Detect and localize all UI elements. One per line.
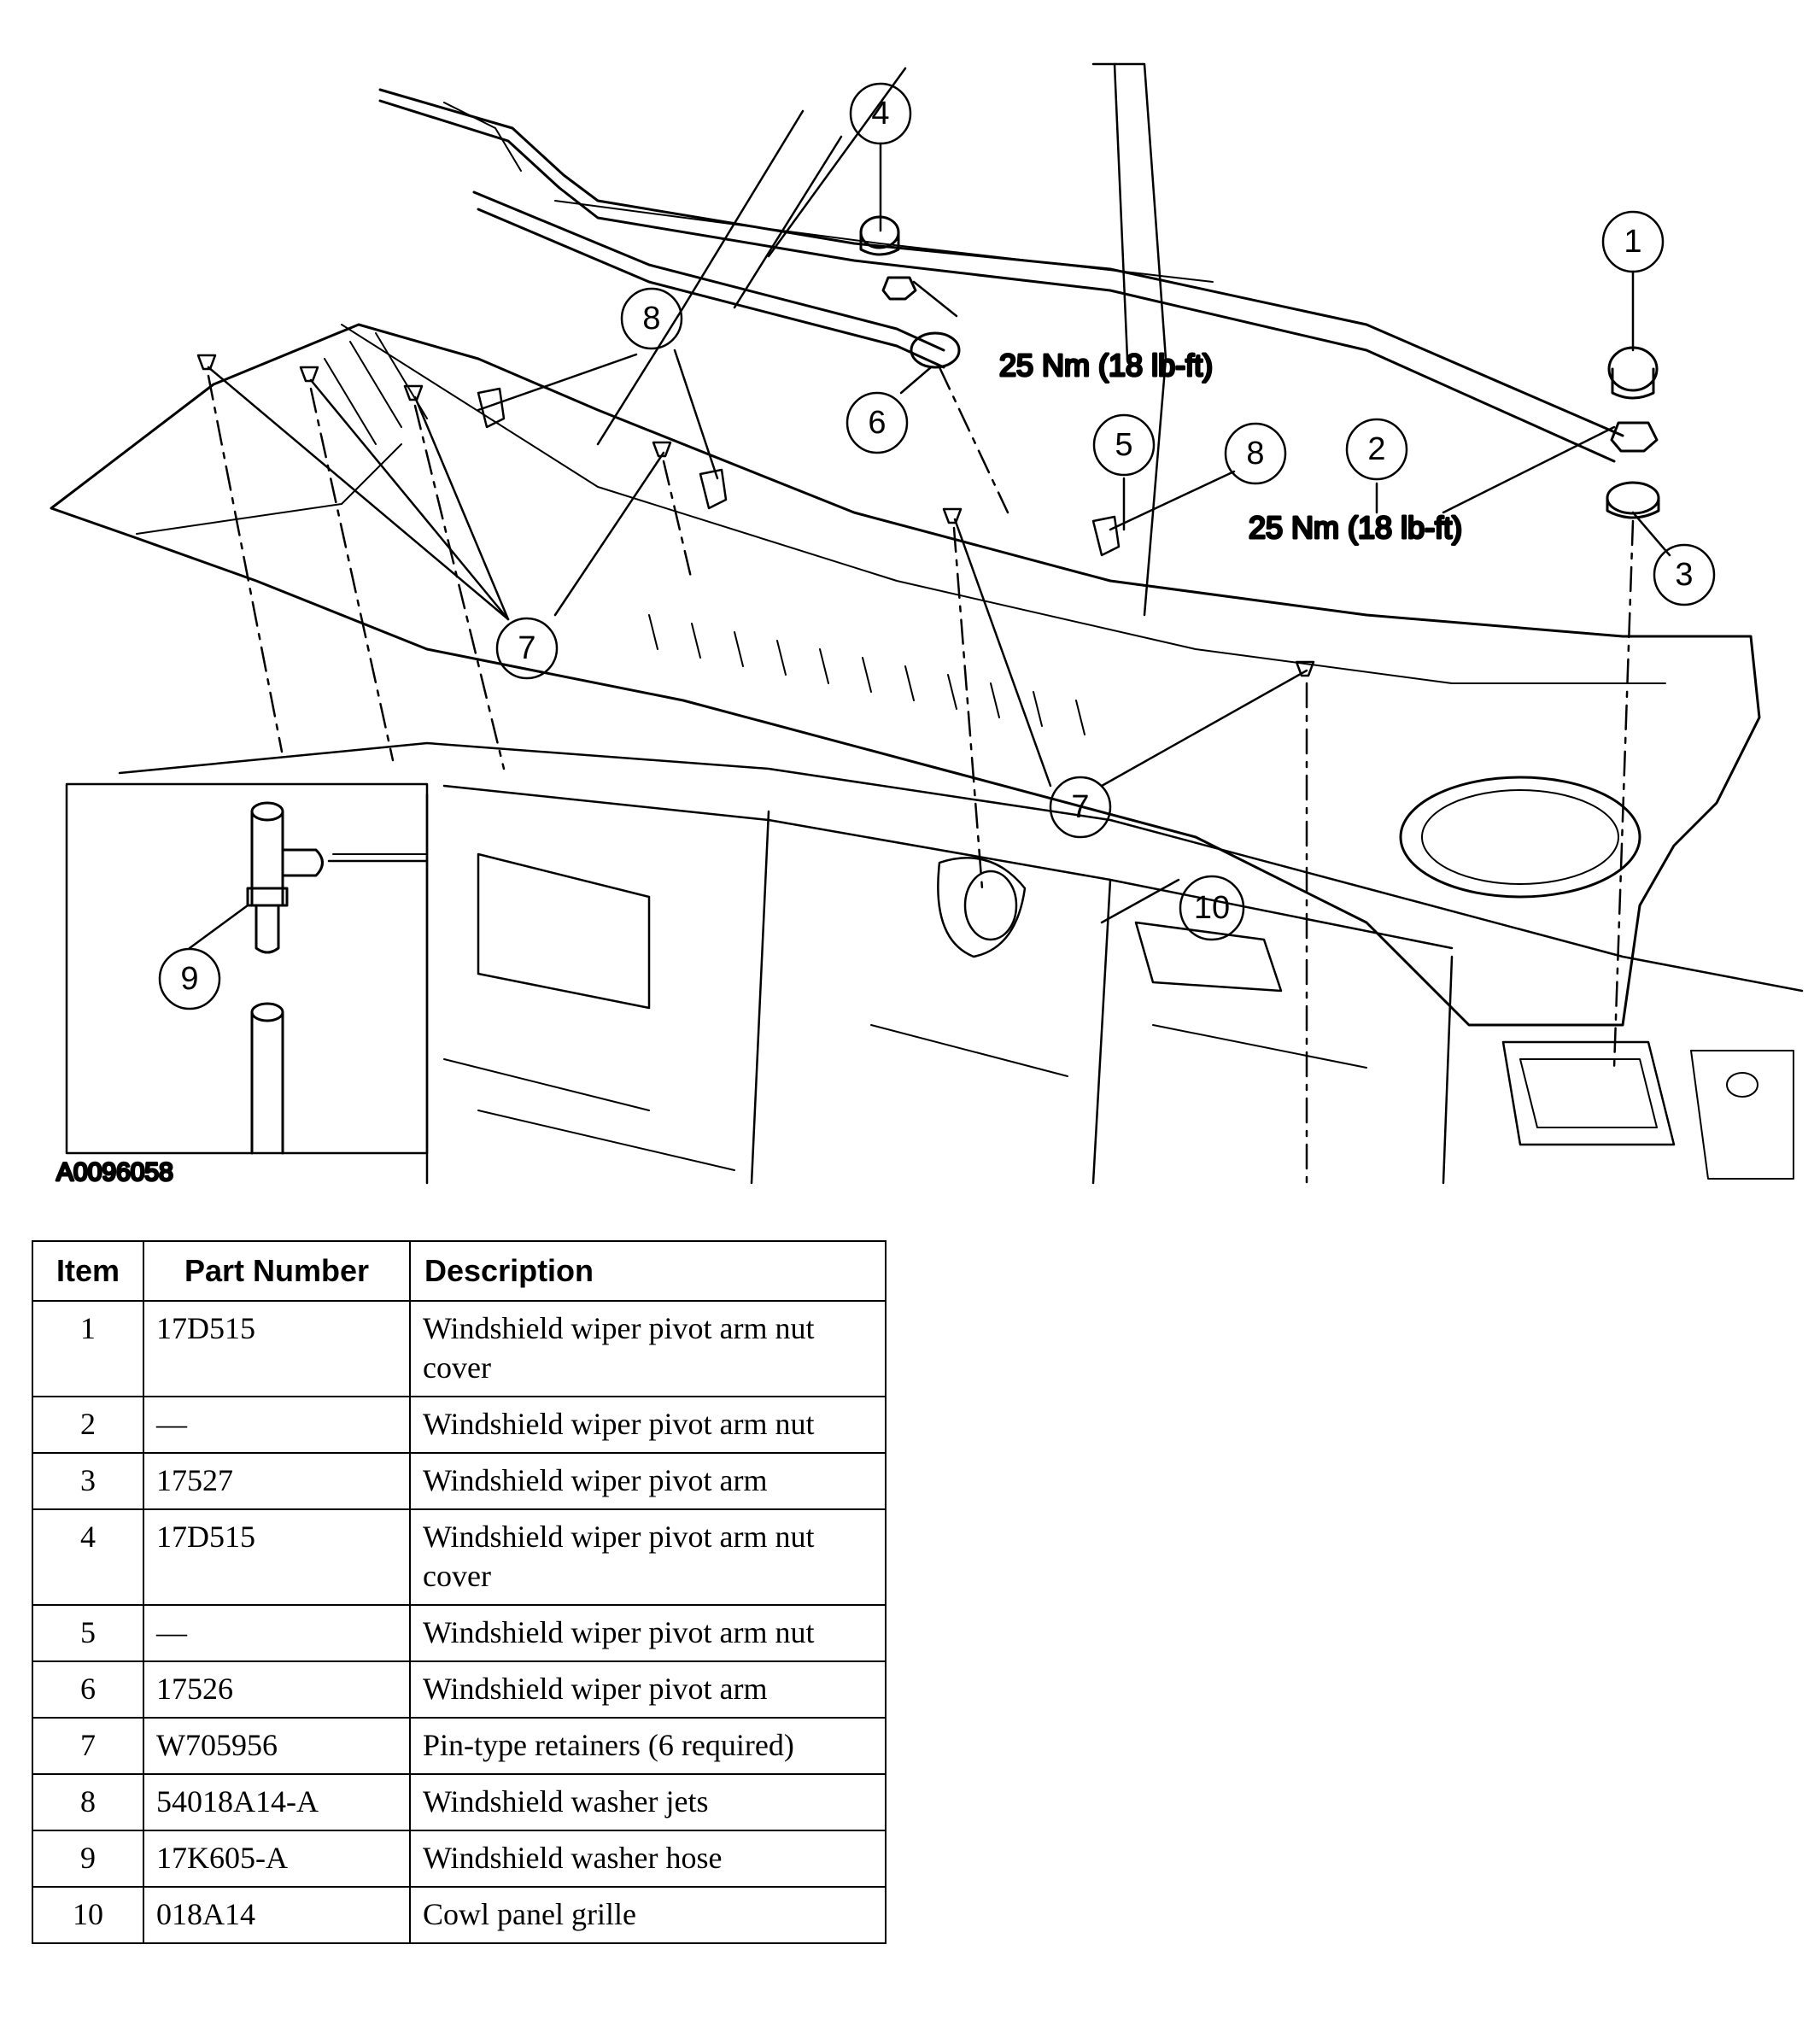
callout-6-circle <box>846 391 909 454</box>
callout-9: 9 <box>180 961 198 997</box>
description-cell: Windshield wiper pivot arm nut cover <box>409 1300 887 1397</box>
item-cell: 6 <box>32 1660 144 1719</box>
table-row: 2—Windshield wiper pivot arm nut <box>32 1396 887 1454</box>
header-part-number: Part Number <box>143 1240 411 1302</box>
cowl-structure <box>118 741 1804 1185</box>
item-cell: 2 <box>32 1396 144 1454</box>
exploded-view-illustration: 1 2 3 4 5 6 7 7 8 8 9 10 25 Nm (18 lb-ft… <box>50 62 1804 1188</box>
alignment-lines <box>207 366 1635 1185</box>
pivot-nut-left <box>859 215 917 301</box>
pivot-nut-right <box>1606 346 1660 519</box>
callout-5: 5 <box>1115 427 1132 463</box>
callout-10-circle <box>1179 875 1245 941</box>
callout-8a-circle <box>620 287 683 350</box>
description-cell: Windshield wiper pivot arm <box>409 1660 887 1719</box>
callout-1: 1 <box>1624 224 1641 260</box>
part-number-cell: 018A14 <box>143 1886 411 1944</box>
washer-hose-inset <box>65 782 429 1155</box>
item-cell: 1 <box>32 1300 144 1397</box>
description-cell: Windshield wiper pivot arm nut <box>409 1604 887 1662</box>
retainer-pins <box>196 354 1315 677</box>
callout-1-circle <box>1601 210 1665 273</box>
callout-7a-circle <box>495 617 559 680</box>
part-number-cell: W705956 <box>143 1717 411 1775</box>
callout-7b-circle <box>1049 776 1112 839</box>
description-cell: Cowl panel grille <box>409 1886 887 1944</box>
description-cell: Windshield wiper pivot arm nut cover <box>409 1508 887 1606</box>
header-item: Item <box>32 1240 144 1302</box>
torque-label-right: 25 Nm (18 lb-ft) <box>1249 510 1462 545</box>
item-cell: 10 <box>32 1886 144 1944</box>
callout-10: 10 <box>1194 890 1230 926</box>
callout-7b: 7 <box>1071 789 1089 825</box>
leader-lines <box>188 142 1671 950</box>
description-cell: Windshield wiper pivot arm <box>409 1452 887 1510</box>
part-number-cell: 17527 <box>143 1452 411 1510</box>
description-cell: Windshield washer jets <box>409 1773 887 1831</box>
item-cell: 4 <box>32 1508 144 1606</box>
part-number-cell: 17D515 <box>143 1300 411 1397</box>
body-structure-lines <box>596 62 1167 617</box>
table-row: 5—Windshield wiper pivot arm nut <box>32 1604 887 1662</box>
description-cell: Pin-type retainers (6 required) <box>409 1717 887 1775</box>
callout-8b: 8 <box>1246 436 1264 471</box>
item-cell: 7 <box>32 1717 144 1775</box>
callout-6: 6 <box>868 405 886 441</box>
part-number-cell: 17D515 <box>143 1508 411 1606</box>
item-cell: 9 <box>32 1830 144 1888</box>
part-number-cell: 17526 <box>143 1660 411 1719</box>
callout-2-circle <box>1345 418 1408 481</box>
wiper-arm-long <box>378 88 1624 463</box>
description-cell: Windshield wiper pivot arm nut <box>409 1396 887 1454</box>
part-number-cell: 17K605-A <box>143 1830 411 1888</box>
figure-id: A0096058 <box>56 1158 173 1186</box>
callout-8b-circle <box>1224 422 1287 485</box>
part-number-cell: — <box>143 1396 411 1454</box>
callout-labels: 1 2 3 4 5 6 7 7 8 8 9 10 <box>180 96 1693 997</box>
item-cell: 5 <box>32 1604 144 1662</box>
part-number-cell: 54018A14-A <box>143 1773 411 1831</box>
callout-5-circle <box>1092 413 1156 477</box>
table-header-row: Item Part Number Description <box>32 1240 887 1302</box>
torque-label-left: 25 Nm (18 lb-ft) <box>999 348 1213 383</box>
callout-9-circle <box>158 947 221 1010</box>
callout-2: 2 <box>1367 431 1385 467</box>
callout-8a: 8 <box>642 301 660 337</box>
part-number-cell: — <box>143 1604 411 1662</box>
cowl-panel-grille <box>50 323 1761 1027</box>
callout-4-circle <box>849 82 912 145</box>
callout-4: 4 <box>871 96 889 132</box>
wiper-arm-short <box>472 190 961 369</box>
callout-3-circle <box>1653 543 1716 606</box>
item-cell: 8 <box>32 1773 144 1831</box>
description-cell: Windshield washer hose <box>409 1830 887 1888</box>
callout-7a: 7 <box>518 630 535 666</box>
callout-3: 3 <box>1675 557 1693 593</box>
item-cell: 3 <box>32 1452 144 1510</box>
callout-circles <box>158 82 1716 1010</box>
header-description: Description <box>409 1240 887 1302</box>
